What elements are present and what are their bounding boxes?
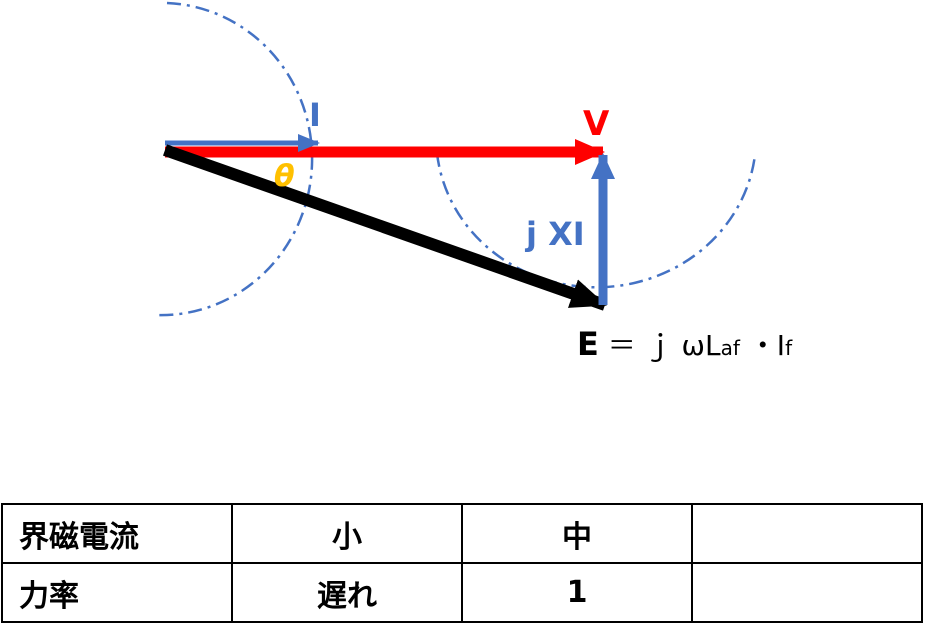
phasor-diagram: I V θ j XI E ＝ ｊ ωLaf ・If bbox=[154, 1, 793, 363]
emf-formula-part2: ・I bbox=[740, 329, 785, 362]
emf-subscript-af: af bbox=[721, 336, 741, 360]
table-cell bbox=[691, 562, 923, 623]
emf-subscript-f: f bbox=[785, 336, 793, 360]
table-row: 界磁電流 小 中 bbox=[1, 503, 923, 564]
table-cell bbox=[691, 503, 923, 564]
table-cell: 力率 bbox=[1, 562, 233, 623]
right-locus-arc bbox=[435, 152, 757, 289]
reactance-drop-label: j XI bbox=[524, 215, 585, 253]
left-locus-arc bbox=[154, 1, 314, 317]
emf-symbol: E bbox=[577, 325, 599, 363]
angle-label: θ bbox=[274, 159, 295, 194]
table-cell: 遅れ bbox=[231, 562, 463, 623]
table-cell: 小 bbox=[231, 503, 463, 564]
table-cell: 界磁電流 bbox=[1, 503, 233, 564]
field-current-table: 界磁電流 小 中 力率 遅れ 1 bbox=[1, 503, 923, 623]
current-label: I bbox=[309, 96, 321, 134]
emf-vector bbox=[163, 144, 607, 311]
table-row: 力率 遅れ 1 bbox=[1, 562, 923, 623]
table-cell: 中 bbox=[461, 503, 693, 564]
table-cell: 1 bbox=[461, 562, 693, 623]
emf-equation: E ＝ ｊ ωLaf ・If bbox=[577, 325, 793, 363]
emf-formula-part1: ＝ ｊ ωL bbox=[599, 329, 721, 362]
voltage-label: V bbox=[583, 104, 610, 144]
